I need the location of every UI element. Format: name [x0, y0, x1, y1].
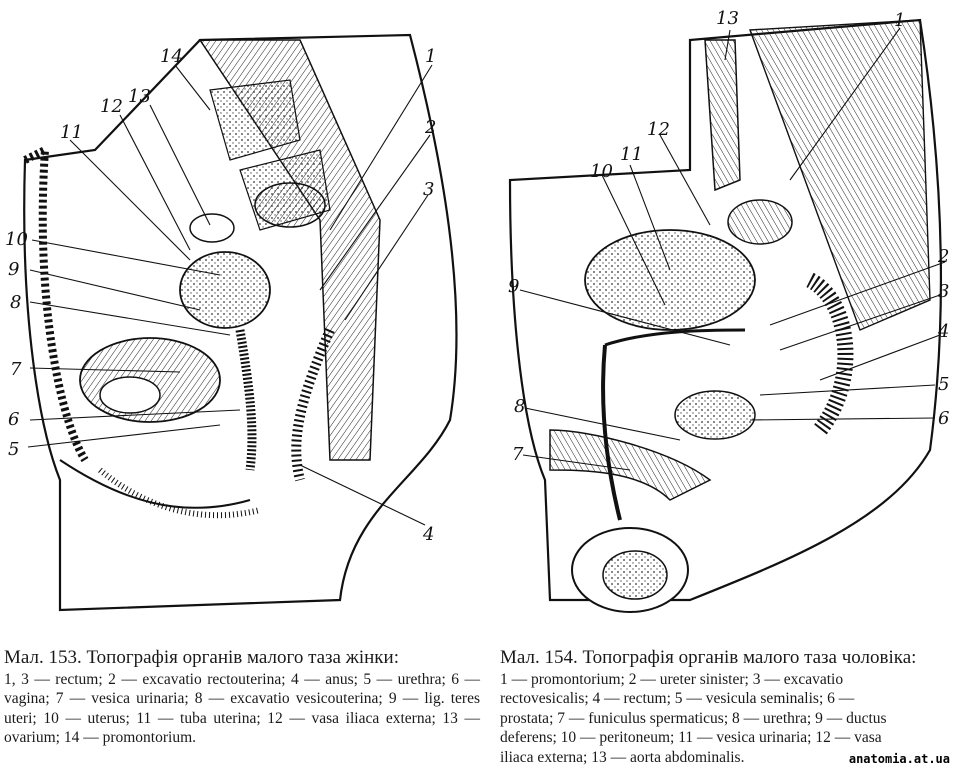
- label-10: 10: [5, 229, 28, 250]
- sacrum: [749, 19, 931, 331]
- uterus: [179, 251, 271, 329]
- caption-left: Мал. 153. Топографія органів малого таза…: [4, 648, 480, 748]
- prostate: [674, 390, 756, 440]
- label-8: 8: [514, 396, 525, 417]
- label-2: 2: [937, 246, 949, 267]
- label-3: 3: [938, 281, 949, 302]
- label-6: 6: [938, 408, 949, 429]
- caption-left-text: 1, 3 — rectum; 2 — excavatio rectouterin…: [4, 670, 480, 747]
- label-12: 12: [100, 96, 123, 117]
- label-11: 11: [60, 122, 83, 143]
- sacrum: [198, 39, 381, 461]
- label-2: 2: [424, 117, 436, 138]
- female-pelvis-drawing: 1 2 3 4 5 6 7 8 9 10 11 12 13 14: [5, 33, 458, 612]
- label-14: 14: [160, 46, 183, 67]
- ovary: [189, 213, 235, 243]
- female-pelvis-figure: 1 2 3 4 5 6 7 8 9 10 11 12 13 14: [0, 0, 480, 620]
- label-4: 4: [422, 524, 434, 545]
- label-1: 1: [425, 46, 436, 67]
- aorta: [704, 39, 741, 192]
- label-7: 7: [512, 444, 524, 465]
- watermark: anatomia.at.ua: [845, 752, 953, 766]
- label-9: 9: [8, 259, 19, 280]
- label-13: 13: [716, 8, 739, 29]
- label-6: 6: [8, 409, 19, 430]
- caption-right-line-5: iliaca externa; 13 — aorta abdominalis.: [500, 748, 745, 766]
- caption-right: Мал. 154. Топографія органів малого таза…: [500, 648, 959, 767]
- label-9: 9: [508, 276, 519, 297]
- caption-right-line-4: deferens; 10 — peritoneum; 11 — vesica u…: [500, 729, 882, 746]
- caption-left-title: Мал. 153. Топографія органів малого таза…: [4, 647, 399, 668]
- caption-right-line-3: prostata; 7 — funiculus spermaticus; 8 —…: [500, 709, 887, 727]
- caption-right-line-2: rectovesicalis; 4 — rectum; 5 — vesicula…: [500, 690, 855, 707]
- label-12: 12: [647, 119, 670, 140]
- label-13: 13: [128, 86, 151, 107]
- label-8: 8: [10, 292, 21, 313]
- label-5: 5: [8, 439, 19, 460]
- bladder: [79, 337, 221, 423]
- label-10: 10: [590, 161, 613, 182]
- label-7: 7: [10, 359, 22, 380]
- label-11: 11: [620, 144, 643, 165]
- label-5: 5: [938, 374, 949, 395]
- male-pelvis-figure: 1 2 3 4 5 6 7 8 9 10 11 12 13: [490, 0, 959, 620]
- caption-right-line-1: 1 — promontorium; 2 — ureter sinister; 3…: [500, 670, 844, 688]
- testis: [602, 550, 668, 600]
- label-4: 4: [937, 321, 949, 342]
- label-1: 1: [894, 10, 905, 31]
- caption-right-title: Мал. 154. Топографія органів малого таза…: [500, 648, 917, 668]
- bladder: [584, 229, 756, 331]
- label-3: 3: [423, 179, 434, 200]
- male-pelvis-drawing: 1 2 3 4 5 6 7 8 9 10 11 12 13: [508, 8, 949, 613]
